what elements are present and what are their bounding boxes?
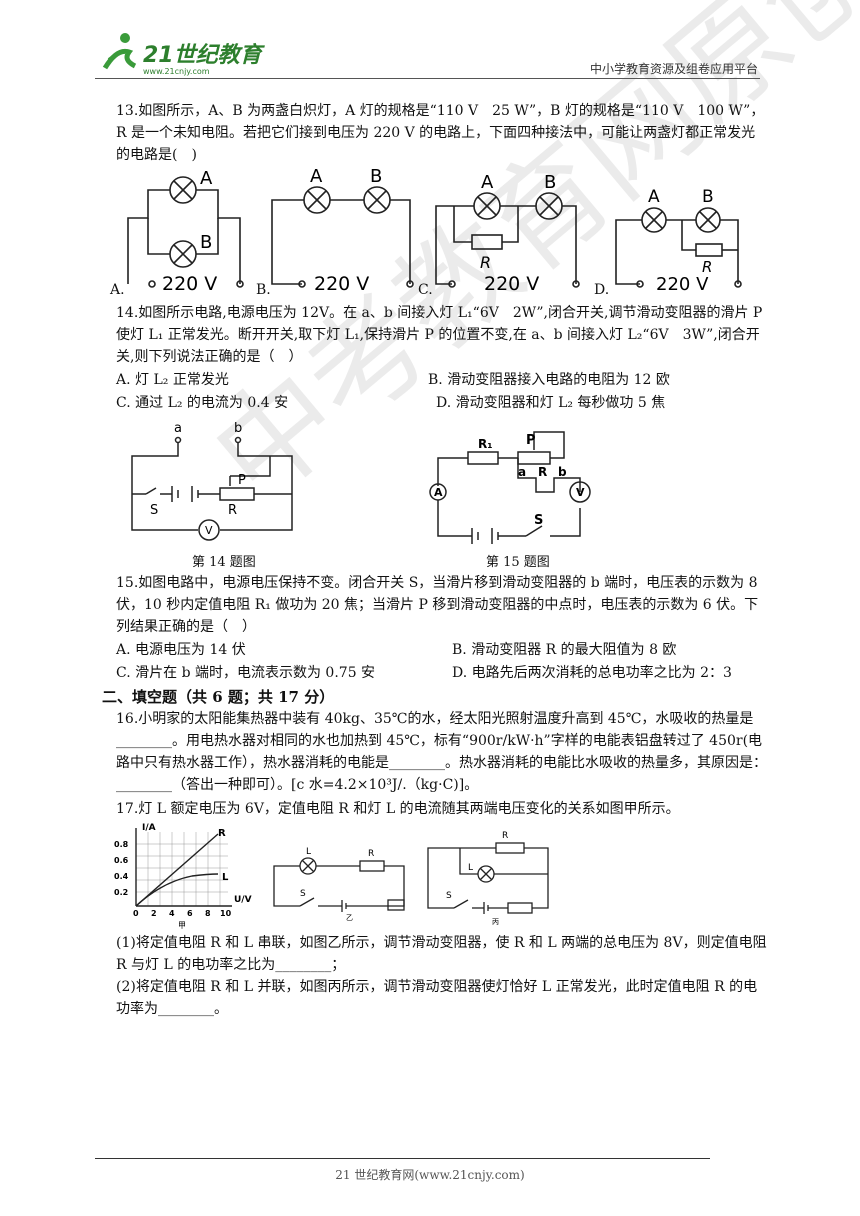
y-tick: 0.8 (114, 840, 129, 849)
graph-caption: 甲 (178, 921, 186, 930)
q14-figure-caption: 第 14 题图 (192, 555, 256, 570)
q15-figure-caption: 第 15 题图 (486, 555, 550, 570)
lamp-a-label: A (310, 166, 323, 187)
q13-option-c: C. (418, 282, 433, 298)
x-tick: 10 (220, 909, 232, 918)
question-15-text: 15.如图电路中，电源电压保持不变。闭合开关 S，当滑片移到滑动变阻器的 b 端… (116, 575, 759, 635)
footer-divider (95, 1158, 710, 1159)
question-17-part-2: (2)将定值电阻 R 和 L 并联，如图丙所示，调节滑动变阻器使灯恰好 L 正常… (116, 979, 758, 1017)
rheostat-r-label: R (228, 503, 237, 518)
figure-caption: 丙 (492, 918, 499, 926)
q15-option-d: D. 电路先后两次消耗的总电功率之比为 2：3 (452, 665, 732, 681)
end-b-label: b (558, 465, 567, 479)
question-17-part-1: (1)将定值电阻 R 和 L 串联，如图乙所示，调节滑动变阻器，使 R 和 L … (116, 935, 767, 973)
x-tick: 2 (151, 909, 157, 918)
voltmeter-label: V (205, 524, 213, 537)
question-16-text: 16.小明家的太阳能集热器中装有 40kg、35℃的水，经太阳光照射温度升高到 … (116, 711, 767, 793)
terminal-b-label: b (234, 421, 242, 436)
switch-s-label: S (446, 891, 452, 901)
x-axis-label: U/V (234, 895, 252, 905)
section-2-title: 二、填空题（共 6 题；共 17 分） (102, 688, 335, 706)
q13-circuit-c: A B R 220 V (435, 172, 580, 295)
terminal-a-label: a (174, 421, 182, 436)
q13-circuit-d: A B R 220 V (615, 187, 742, 295)
q14-option-c: C. 通过 L₂ 的电流为 0.4 安 (116, 395, 289, 411)
question-14-text: 14.如图所示电路,电源电压为 12V。在 a、b 间接入灯 L₁“6V 2W”… (116, 305, 763, 365)
lamp-b-label: B (370, 166, 382, 187)
lamp-a-label: A (200, 168, 213, 189)
resistor-label: R (480, 253, 491, 272)
footer-text: 21 世纪教育网(www.21cnjy.com) (335, 1168, 525, 1182)
voltage-label: 220 V (484, 273, 539, 295)
q14-circuit: a b P S R V (131, 421, 293, 541)
q13-circuit-b: A B 220 V (271, 166, 414, 295)
q13-option-a: A. (110, 282, 125, 298)
logo-text: 21世纪教育 (143, 42, 266, 68)
q14-option-b: B. 滑动变阻器接入电路的电阻为 12 欧 (428, 372, 670, 388)
q15-option-c: C. 滑片在 b 端时，电流表示数为 0.75 安 (116, 665, 376, 681)
resistor-label: R (702, 258, 712, 276)
resistor-r-label: R (502, 831, 508, 841)
lamp-a-label: A (481, 172, 494, 193)
curve-l-label: L (222, 872, 229, 883)
q17-circuit-yi: L R S 乙 (273, 847, 405, 922)
slider-p-label: P (526, 433, 536, 448)
x-tick: 0 (133, 909, 139, 918)
header-divider (95, 78, 760, 79)
voltmeter-label: V (576, 486, 585, 499)
switch-s-label: S (534, 513, 543, 528)
voltage-label: 220 V (314, 273, 369, 295)
q17-circuit-bing: R L S 丙 (427, 831, 549, 926)
switch-s-label: S (150, 503, 158, 518)
y-axis-label: I/A (142, 823, 156, 833)
x-tick: 4 (169, 909, 175, 918)
lamp-b-label: B (200, 232, 212, 253)
r1-label: R₁ (478, 437, 493, 451)
question-13-text: 13.如图所示，A、B 为两盏白炽灯，A 灯的规格是“110 V 25 W”，B… (116, 103, 765, 163)
lamp-l-label: L (468, 863, 473, 873)
q15-option-a: A. 电源电压为 14 伏 (116, 642, 246, 658)
q13-option-b: B. (256, 282, 271, 298)
lamp-b-label: B (702, 187, 714, 207)
q15-option-b: B. 滑动变阻器 R 的最大阻值为 8 欧 (452, 642, 677, 658)
lamp-l-label: L (306, 847, 311, 857)
y-tick: 0.6 (114, 856, 129, 865)
x-tick: 8 (205, 909, 211, 918)
lamp-a-label: A (648, 187, 660, 207)
voltage-label: 220 V (656, 274, 709, 295)
ammeter-label: A (434, 486, 443, 499)
q13-option-d: D. (594, 282, 610, 298)
switch-s-label: S (300, 889, 306, 899)
y-tick: 0.2 (114, 888, 128, 897)
end-a-label: a (518, 465, 526, 479)
figure-caption: 乙 (346, 914, 353, 922)
logo-url: www.21cnjy.com (143, 67, 210, 76)
x-tick: 6 (187, 909, 193, 918)
platform-title: 中小学教育资源及组卷应用平台 (589, 62, 758, 76)
voltage-label: 220 V (162, 273, 217, 295)
lamp-b-label: B (544, 172, 556, 193)
q14-option-a: A. 灯 L₂ 正常发光 (116, 372, 229, 388)
question-17-text: 17.灯 L 额定电压为 6V，定值电阻 R 和灯 L 的电流随其两端电压变化的… (116, 801, 680, 817)
q14-option-d: D. 滑动变阻器和灯 L₂ 每秒做功 5 焦 (436, 395, 666, 411)
site-logo: 21世纪教育 www.21cnjy.com (95, 30, 266, 76)
resistor-r-label: R (368, 849, 374, 859)
q17-graph: I/A U/V 0.8 0.6 0.4 0.2 0 2 4 6 8 10 R L… (114, 823, 252, 930)
y-tick: 0.4 (114, 872, 129, 881)
rheostat-r-label: R (538, 465, 547, 479)
q13-circuit-a: A B 220 V (127, 168, 244, 295)
q15-circuit: R₁ P a R b A V S (429, 431, 591, 544)
slider-p-label: P (238, 473, 246, 488)
curve-r-label: R (218, 828, 226, 839)
